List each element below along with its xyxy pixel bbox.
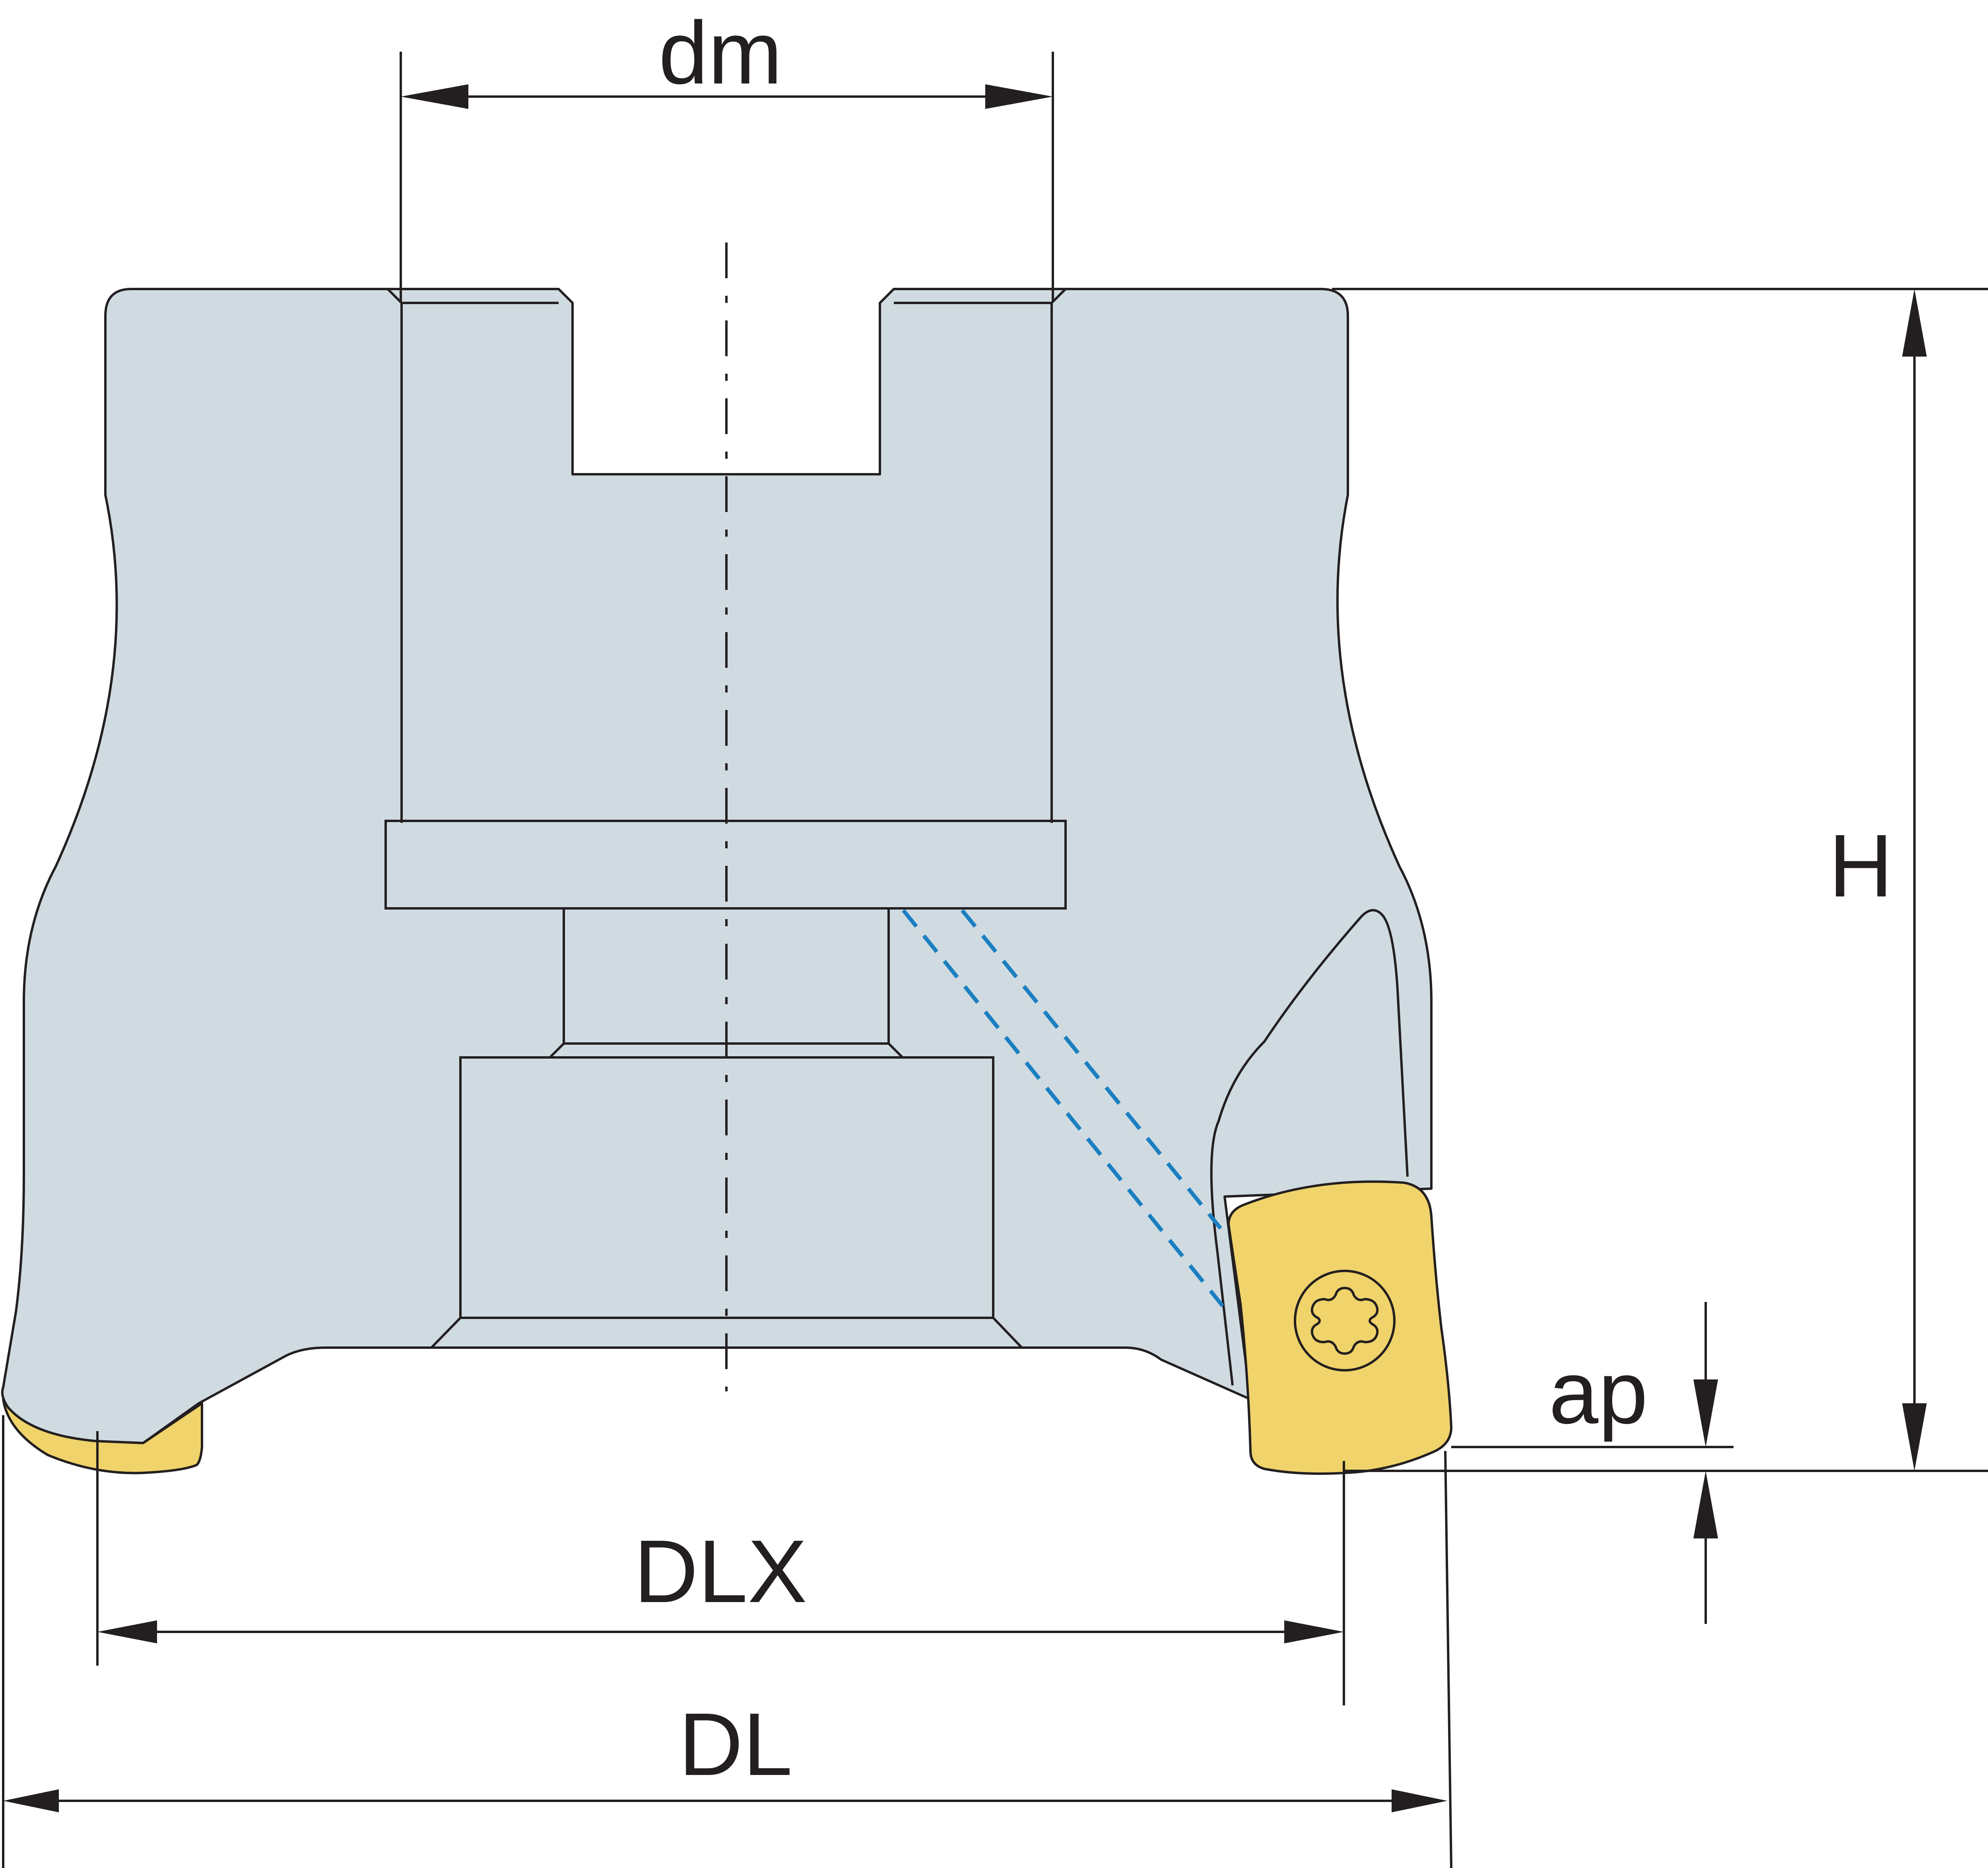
dim-DLX: DLX bbox=[96, 1431, 1345, 1705]
dm-label: dm bbox=[658, 3, 782, 103]
dim-ap: ap bbox=[1451, 1302, 1734, 1624]
H-label: H bbox=[1829, 816, 1893, 916]
coolant-channel-2 bbox=[961, 909, 1222, 1230]
dim-dm: dm bbox=[400, 3, 1054, 302]
DLX-label: DLX bbox=[634, 1522, 807, 1621]
coolant-channel-1 bbox=[902, 909, 1224, 1307]
screw-head bbox=[1294, 1270, 1396, 1371]
insert-pocket-outline bbox=[1210, 909, 1409, 1386]
insert-left bbox=[2, 1398, 203, 1474]
ap-label: ap bbox=[1549, 1343, 1648, 1442]
insert-right bbox=[1227, 1180, 1452, 1475]
torx-icon bbox=[1310, 1286, 1379, 1355]
DL-label: DL bbox=[679, 1695, 792, 1794]
cutter-body bbox=[1, 288, 1433, 1444]
counterbore-chamfer bbox=[430, 1317, 1023, 1349]
dim-H: H bbox=[1332, 288, 1988, 1472]
dim-DL: DL bbox=[2, 1415, 1452, 1868]
